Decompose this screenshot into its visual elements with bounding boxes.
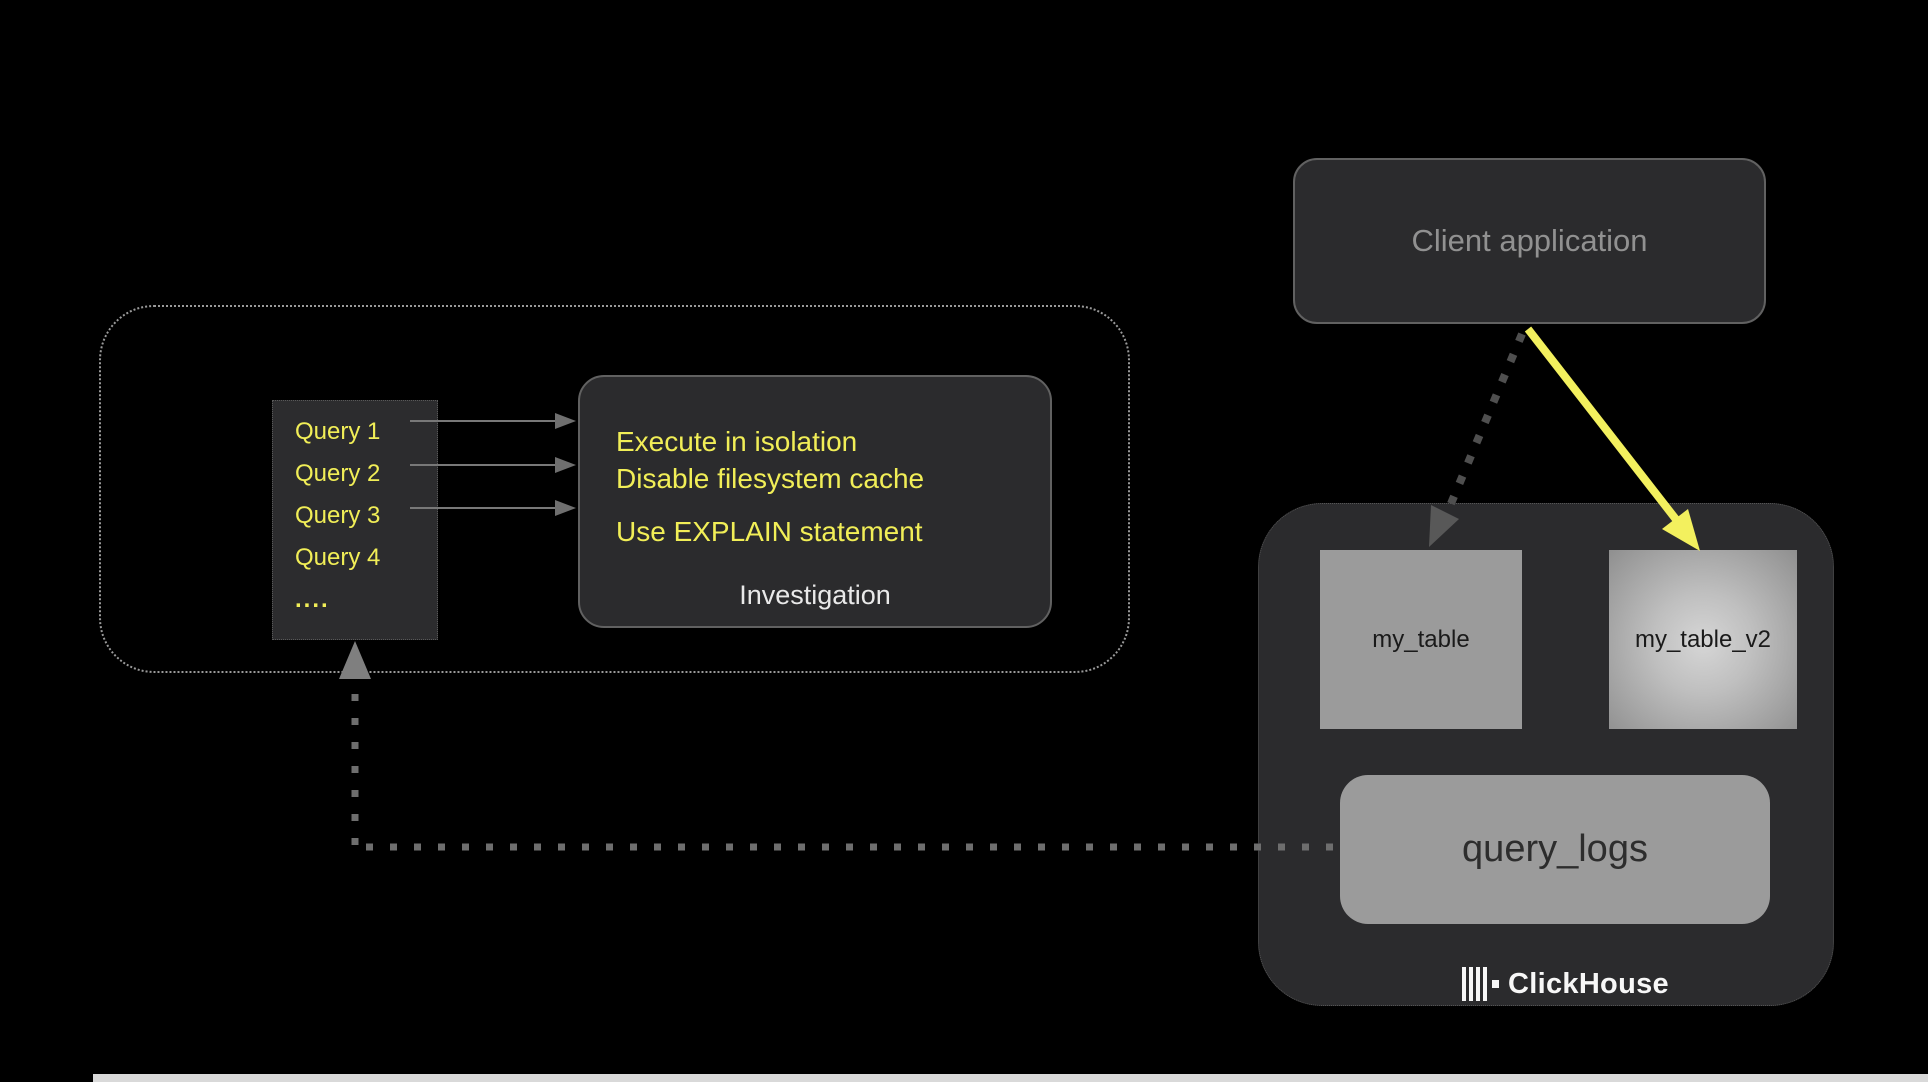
investigation-box: Execute in isolation Disable filesystem … <box>578 375 1052 628</box>
investigation-tip-2: Disable filesystem cache <box>616 463 925 494</box>
yellow-arrow-line <box>1524 326 1682 525</box>
my-table-label: my_table <box>1372 625 1470 653</box>
investigation-group-outline <box>99 305 1130 673</box>
query-logs-box: query_logs <box>1340 775 1770 924</box>
query-list-panel: Query 1 Query 2 Query 3 Query 4 .... <box>272 400 438 640</box>
clickhouse-container: my_table my_table_v2 query_logs ClickHou… <box>1258 503 1834 1006</box>
client-dotted-line <box>1446 332 1526 508</box>
client-application-label: Client application <box>1411 223 1648 258</box>
investigation-label: Investigation <box>739 580 891 610</box>
investigation-tip-1: Execute in isolation <box>616 426 858 457</box>
clickhouse-logo-icon <box>1462 967 1499 1001</box>
clickhouse-brand: ClickHouse <box>1462 962 1669 1006</box>
query-logs-label: query_logs <box>1462 828 1648 870</box>
query-item-4: Query 4 <box>295 544 381 571</box>
investigation-tip-3: Use EXPLAIN statement <box>616 516 923 547</box>
query-item-1: Query 1 <box>295 418 381 445</box>
client-application-box: Client application <box>1293 158 1766 324</box>
slide-edge-strip <box>93 1074 1928 1082</box>
query-item-ellipsis: .... <box>295 586 330 613</box>
my-table-v2-label: my_table_v2 <box>1634 625 1772 653</box>
query-item-2: Query 2 <box>295 460 381 487</box>
query-item-3: Query 3 <box>295 502 381 529</box>
my-table-box: my_table <box>1320 550 1522 729</box>
my-table-v2-box: my_table_v2 <box>1609 550 1797 729</box>
clickhouse-brand-label: ClickHouse <box>1508 967 1669 1000</box>
